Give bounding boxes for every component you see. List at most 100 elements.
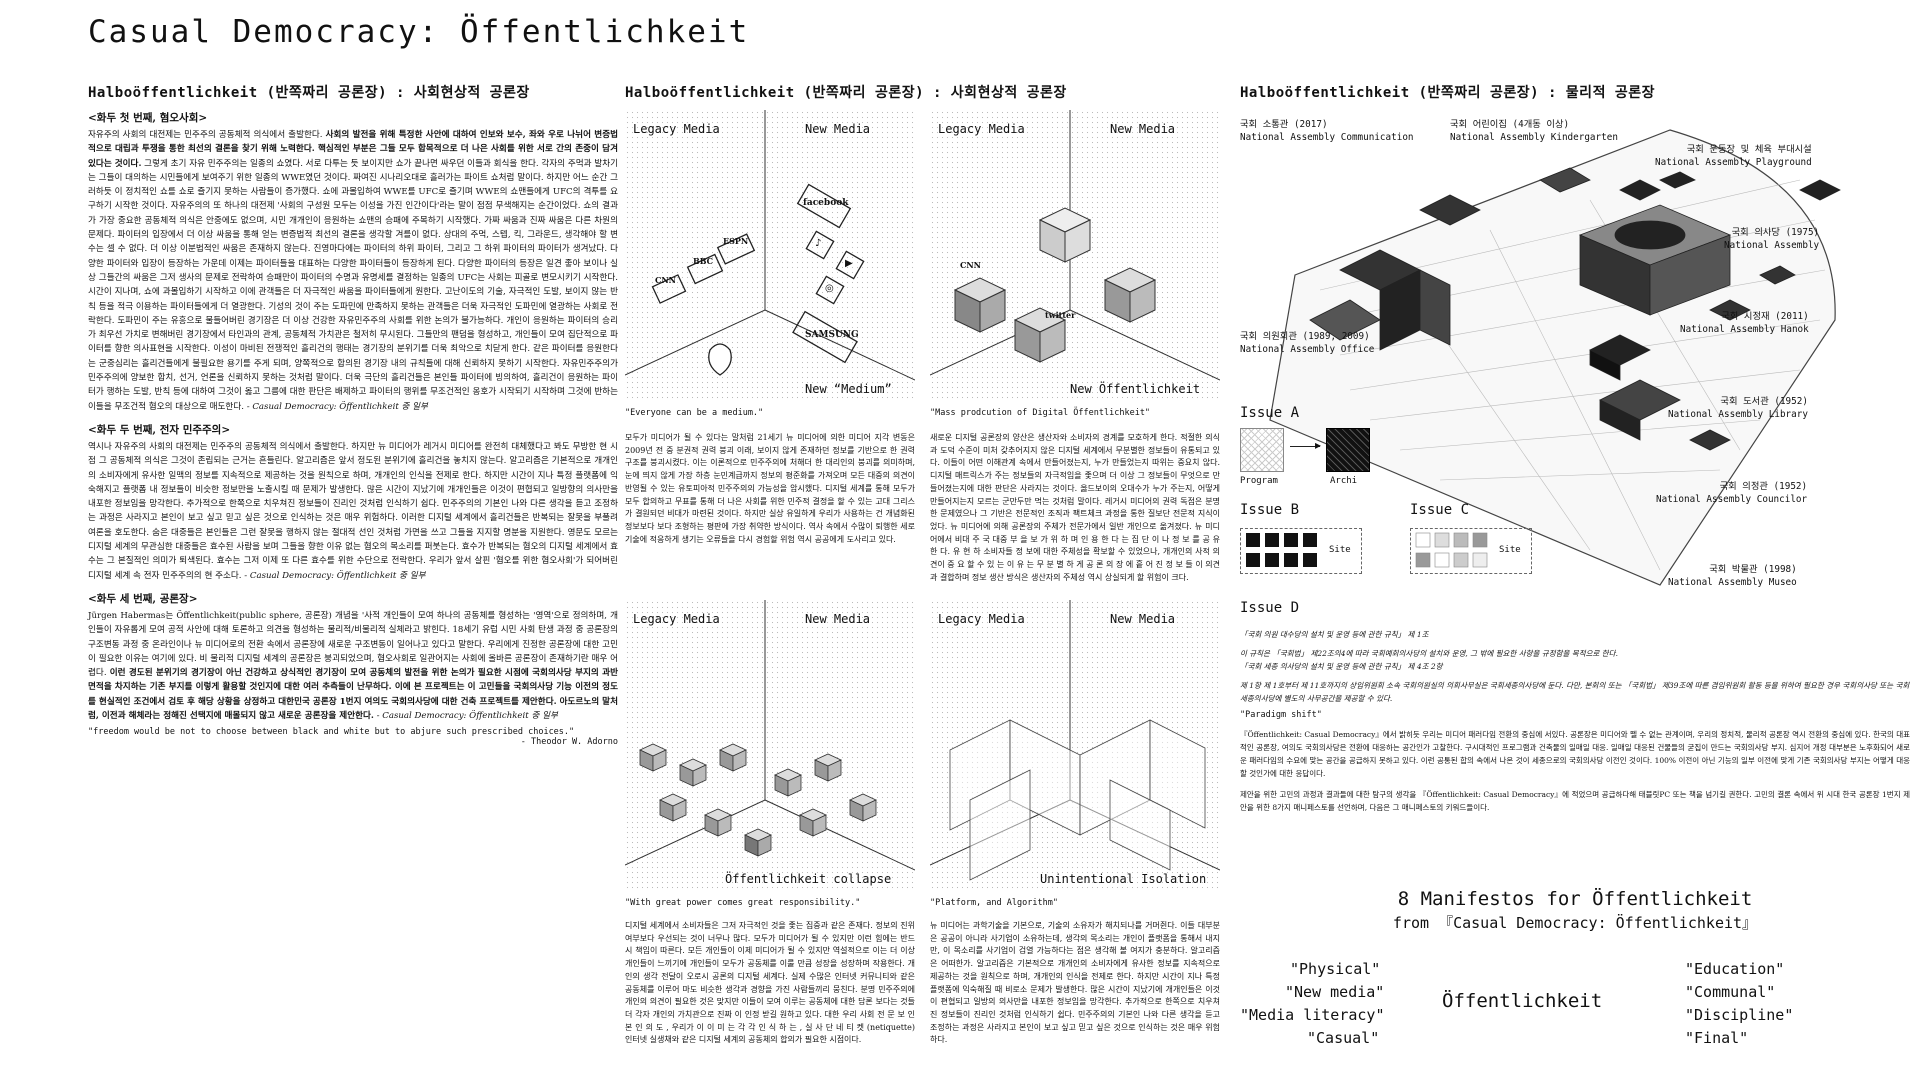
panel-2-drawing [930, 110, 1220, 381]
label-kindergarten: 국회 어린이집 (4개동 이상)National Assembly Kinder… [1450, 118, 1618, 144]
column-2-heading: Halboöffentlichkeit (반쪽짜리 공론장) : 사회현상적 공… [625, 85, 1067, 101]
keyword-education: "Education" [1685, 960, 1785, 978]
keyword-media-literacy: "Media literacy" [1240, 1006, 1385, 1024]
label-playground: 국회 운동장 및 체육 부대시설 National Assembly Playgr… [1655, 143, 1812, 169]
panel-4-caption: Unintentional Isolation [1040, 872, 1207, 886]
label-playground-ko: 국회 운동장 및 체육 부대시설 [1686, 144, 1812, 155]
section-2-title: <화두 두 번째, 전자 민주주의> [88, 423, 231, 436]
keyword-physical: "Physical" [1290, 960, 1381, 978]
issue-c-grid [1415, 532, 1488, 568]
section-3-body-bold: 이런 경도된 분위기의 경기장이 아닌 건강하고 상식적인 경기장이 모여 공동… [88, 668, 618, 721]
label-councilor-ko: 국회 의정관 (1952) [1719, 481, 1808, 492]
espn-logo-icon: ESPN [723, 236, 749, 246]
section-2-citation: - Casual Democracy: Öffentlichkeit 중 일부 [241, 570, 426, 581]
issue-a-title: Issue A [1240, 405, 1300, 421]
panel-1-left-label: Legacy Media [633, 122, 720, 136]
keyword-center: Öffentlichkeit [1442, 990, 1603, 1012]
panel-4-text: 뉴 미디어는 과학기술을 기본으로, 기술의 소유자가 해치되나를 거머쥔다. … [930, 921, 1220, 1045]
section-3-body-a: Jürgen Habermas는 Öffentlichkeit(public s… [88, 610, 618, 679]
label-kindergarten-ko: 국회 어린이집 (4개동 이상) [1450, 119, 1570, 130]
section-2-body-a: 역시나 자유주의 사회의 대전제는 민주주의 공동체적 의식에서 출발한다. 하… [88, 441, 618, 581]
paradigm-text-1: 『Öffentlichkeit: Casual Democracy』에서 밝히듯… [1240, 730, 1910, 778]
column-3-heading: Halboöffentlichkeit (반쪽짜리 공론장) : 물리적 공론장 [1240, 85, 1656, 101]
panel-2-caption: New Öffentlichkeit [1070, 382, 1201, 396]
twitter-logo-icon: twitter [1045, 310, 1076, 320]
section-3-title: <화두 세 번째, 공론장> [88, 592, 198, 605]
paradigm-text-2: 제안을 위한 고민의 과정과 결과들에 대한 탐구의 생각을 『Öffentli… [1240, 790, 1910, 812]
cnn-logo-icon: CNN [960, 260, 981, 270]
law-3: 「국회 세종 의사당의 설치 및 운영 등에 관한 규칙」 제 4조 2항 [1240, 662, 1443, 671]
bbc-logo-icon: BBC [693, 256, 714, 266]
panel-3-quote: "With great power comes great responsibi… [625, 898, 861, 908]
label-playground-en: National Assembly Playground [1655, 157, 1812, 168]
label-hanok-en: National Assembly Hanok [1680, 324, 1809, 335]
issue-d-text: 「국회 의원 대수당의 설치 및 운영 등에 관한 규칙」 제 1조 이 규칙은… [1240, 628, 1910, 814]
section-1-body-bold: 사회의 발전을 위해 특정한 사안에 대하여 인보와 보수, 좌와 우로 나뉘어… [88, 130, 619, 169]
issue-c-site-label: Site [1499, 545, 1521, 555]
keyword-communal: "Communal" [1685, 983, 1776, 1001]
issue-b-site-label: Site [1329, 545, 1351, 555]
label-library-en: National Assembly Library [1668, 409, 1808, 420]
issue-b-grid [1246, 533, 1317, 567]
section-1-title: <화두 첫 번째, 혐오사회> [88, 112, 208, 124]
cnn-logo-icon: CNN [655, 275, 676, 285]
adorno-quote: "freedom would be not to choose between … [88, 727, 575, 738]
manifesto-title: 8 Manifestos for Öffentlichkeit [1397, 888, 1753, 910]
panel-4-quote: "Platform, and Algorithm" [930, 898, 1058, 908]
media-panel-3: Legacy Media New Media Öffentlichkeit co… [625, 600, 915, 890]
panel-1-drawing [625, 110, 915, 381]
panel-3-caption: Öffentlichkeit collapse [725, 872, 892, 886]
samsung-logo-icon: SAMSUNG [805, 330, 859, 340]
page-title: Casual Democracy: Öffentlichkeit [88, 14, 750, 50]
panel-2-text: 새로운 디지털 공론장의 양산은 생산자와 소비자의 경계를 모호하게 한다. … [930, 433, 1220, 582]
archi-label: Archi [1330, 476, 1358, 486]
label-office: 국회 의원회관 (1989, 2009)National Assembly Of… [1240, 330, 1374, 356]
section-1-body-c: 그렇게 초기 자유 민주주의는 일종의 쇼였다. 서로 다투는 듯 보이지만 쇼… [88, 158, 619, 412]
panel-3-left-label: Legacy Media [633, 612, 720, 626]
program-label: Program [1240, 476, 1278, 486]
youtube-logo-icon: ▶ [845, 258, 853, 269]
law-1: 「국회 의원 대수당의 설치 및 운영 등에 관한 규칙」 제 1조 [1240, 630, 1429, 639]
label-assembly-ko: 국회 의사당 (1975) [1731, 227, 1820, 238]
section-1-citation: - Casual Democracy: Öffentlichkeit 중 일부 [243, 401, 428, 412]
panel-1-right-label: New Media [805, 122, 871, 136]
section-3-citation: - Casual Democracy: Öffentlichkeit 중 일부 [373, 710, 558, 721]
panel-1-text: 모두가 미디어가 될 수 있다는 말처럼 21세기 뉴 미디어에 의한 미디어 … [625, 433, 915, 544]
column-1-heading: Halboöffentlichkeit (반쪽짜리 공론장) : 사회현상적 공… [88, 85, 530, 101]
issue-d-title: Issue D [1240, 600, 1300, 616]
label-library-ko: 국회 도서관 (1952) [1720, 396, 1808, 407]
panel-4-right-label: New Media [1110, 612, 1176, 626]
section-1-body: 자유주의 사회의 대전제는 민주주의 공동체적 의식에서 출발한다. 사회의 발… [88, 128, 618, 414]
panel-2-right-label: New Media [1110, 122, 1176, 136]
media-panel-2: CNN twitter Legacy Media New Media New Ö… [930, 110, 1220, 400]
instagram-logo-icon: ◎ [825, 283, 834, 294]
tiktok-logo-icon: ♪ [815, 238, 822, 249]
panel-2-left-label: Legacy Media [938, 122, 1025, 136]
issue-c-title: Issue C [1410, 502, 1470, 518]
keyword-casual: "Casual" [1307, 1029, 1380, 1047]
paradigm-shift: "Paradigm shift" [1240, 710, 1322, 720]
section-3-body: Jürgen Habermas는 Öffentlichkeit(public s… [88, 609, 618, 723]
section-1-body-a: 자유주의 사회의 대전제는 민주주의 공동체적 의식에서 출발한다. [88, 130, 326, 140]
archi-pattern [1326, 428, 1370, 472]
label-assembly-en: National Assembly [1724, 240, 1820, 251]
panel-3-right-label: New Media [805, 612, 871, 626]
label-library: 국회 도서관 (1952) National Assembly Library [1668, 395, 1808, 421]
panel-4-left-label: Legacy Media [938, 612, 1025, 626]
law-4: 제 1항 제 1호부터 제 11호까지의 상임위원회 소속 국회의원실의 의회사… [1240, 681, 1910, 703]
program-pattern [1240, 428, 1284, 472]
section-2-body: 역시나 자유주의 사회의 대전제는 민주주의 공동체적 의식에서 출발한다. 하… [88, 440, 618, 583]
panel-3-text: 디지털 세계에서 소비자들은 그저 자극적인 것을 좇는 집중과 같은 존재다.… [625, 921, 915, 1045]
media-panel-4: Legacy Media New Media Unintentional Iso… [930, 600, 1220, 890]
label-assembly: 국회 의사당 (1975) National Assembly [1724, 226, 1819, 252]
arrow-line [1290, 446, 1320, 447]
label-communication-ko: 국회 소통관 (2017) [1240, 119, 1328, 130]
label-museum-ko: 국회 박물관 (1998) [1709, 564, 1797, 575]
keyword-final: "Final" [1685, 1029, 1749, 1047]
keyword-discipline: "Discipline" [1685, 1006, 1794, 1024]
label-councilor-en: National Assembly Councilor [1656, 494, 1808, 505]
label-communication-en: National Assembly Communication [1240, 132, 1414, 143]
issue-c-diagram: Site [1410, 528, 1532, 574]
media-panel-1: CNN BBC ESPN facebook ♪ ▶ ◎ SAMSUNG Lega… [625, 110, 915, 400]
issue-b-diagram: Site [1240, 528, 1362, 574]
